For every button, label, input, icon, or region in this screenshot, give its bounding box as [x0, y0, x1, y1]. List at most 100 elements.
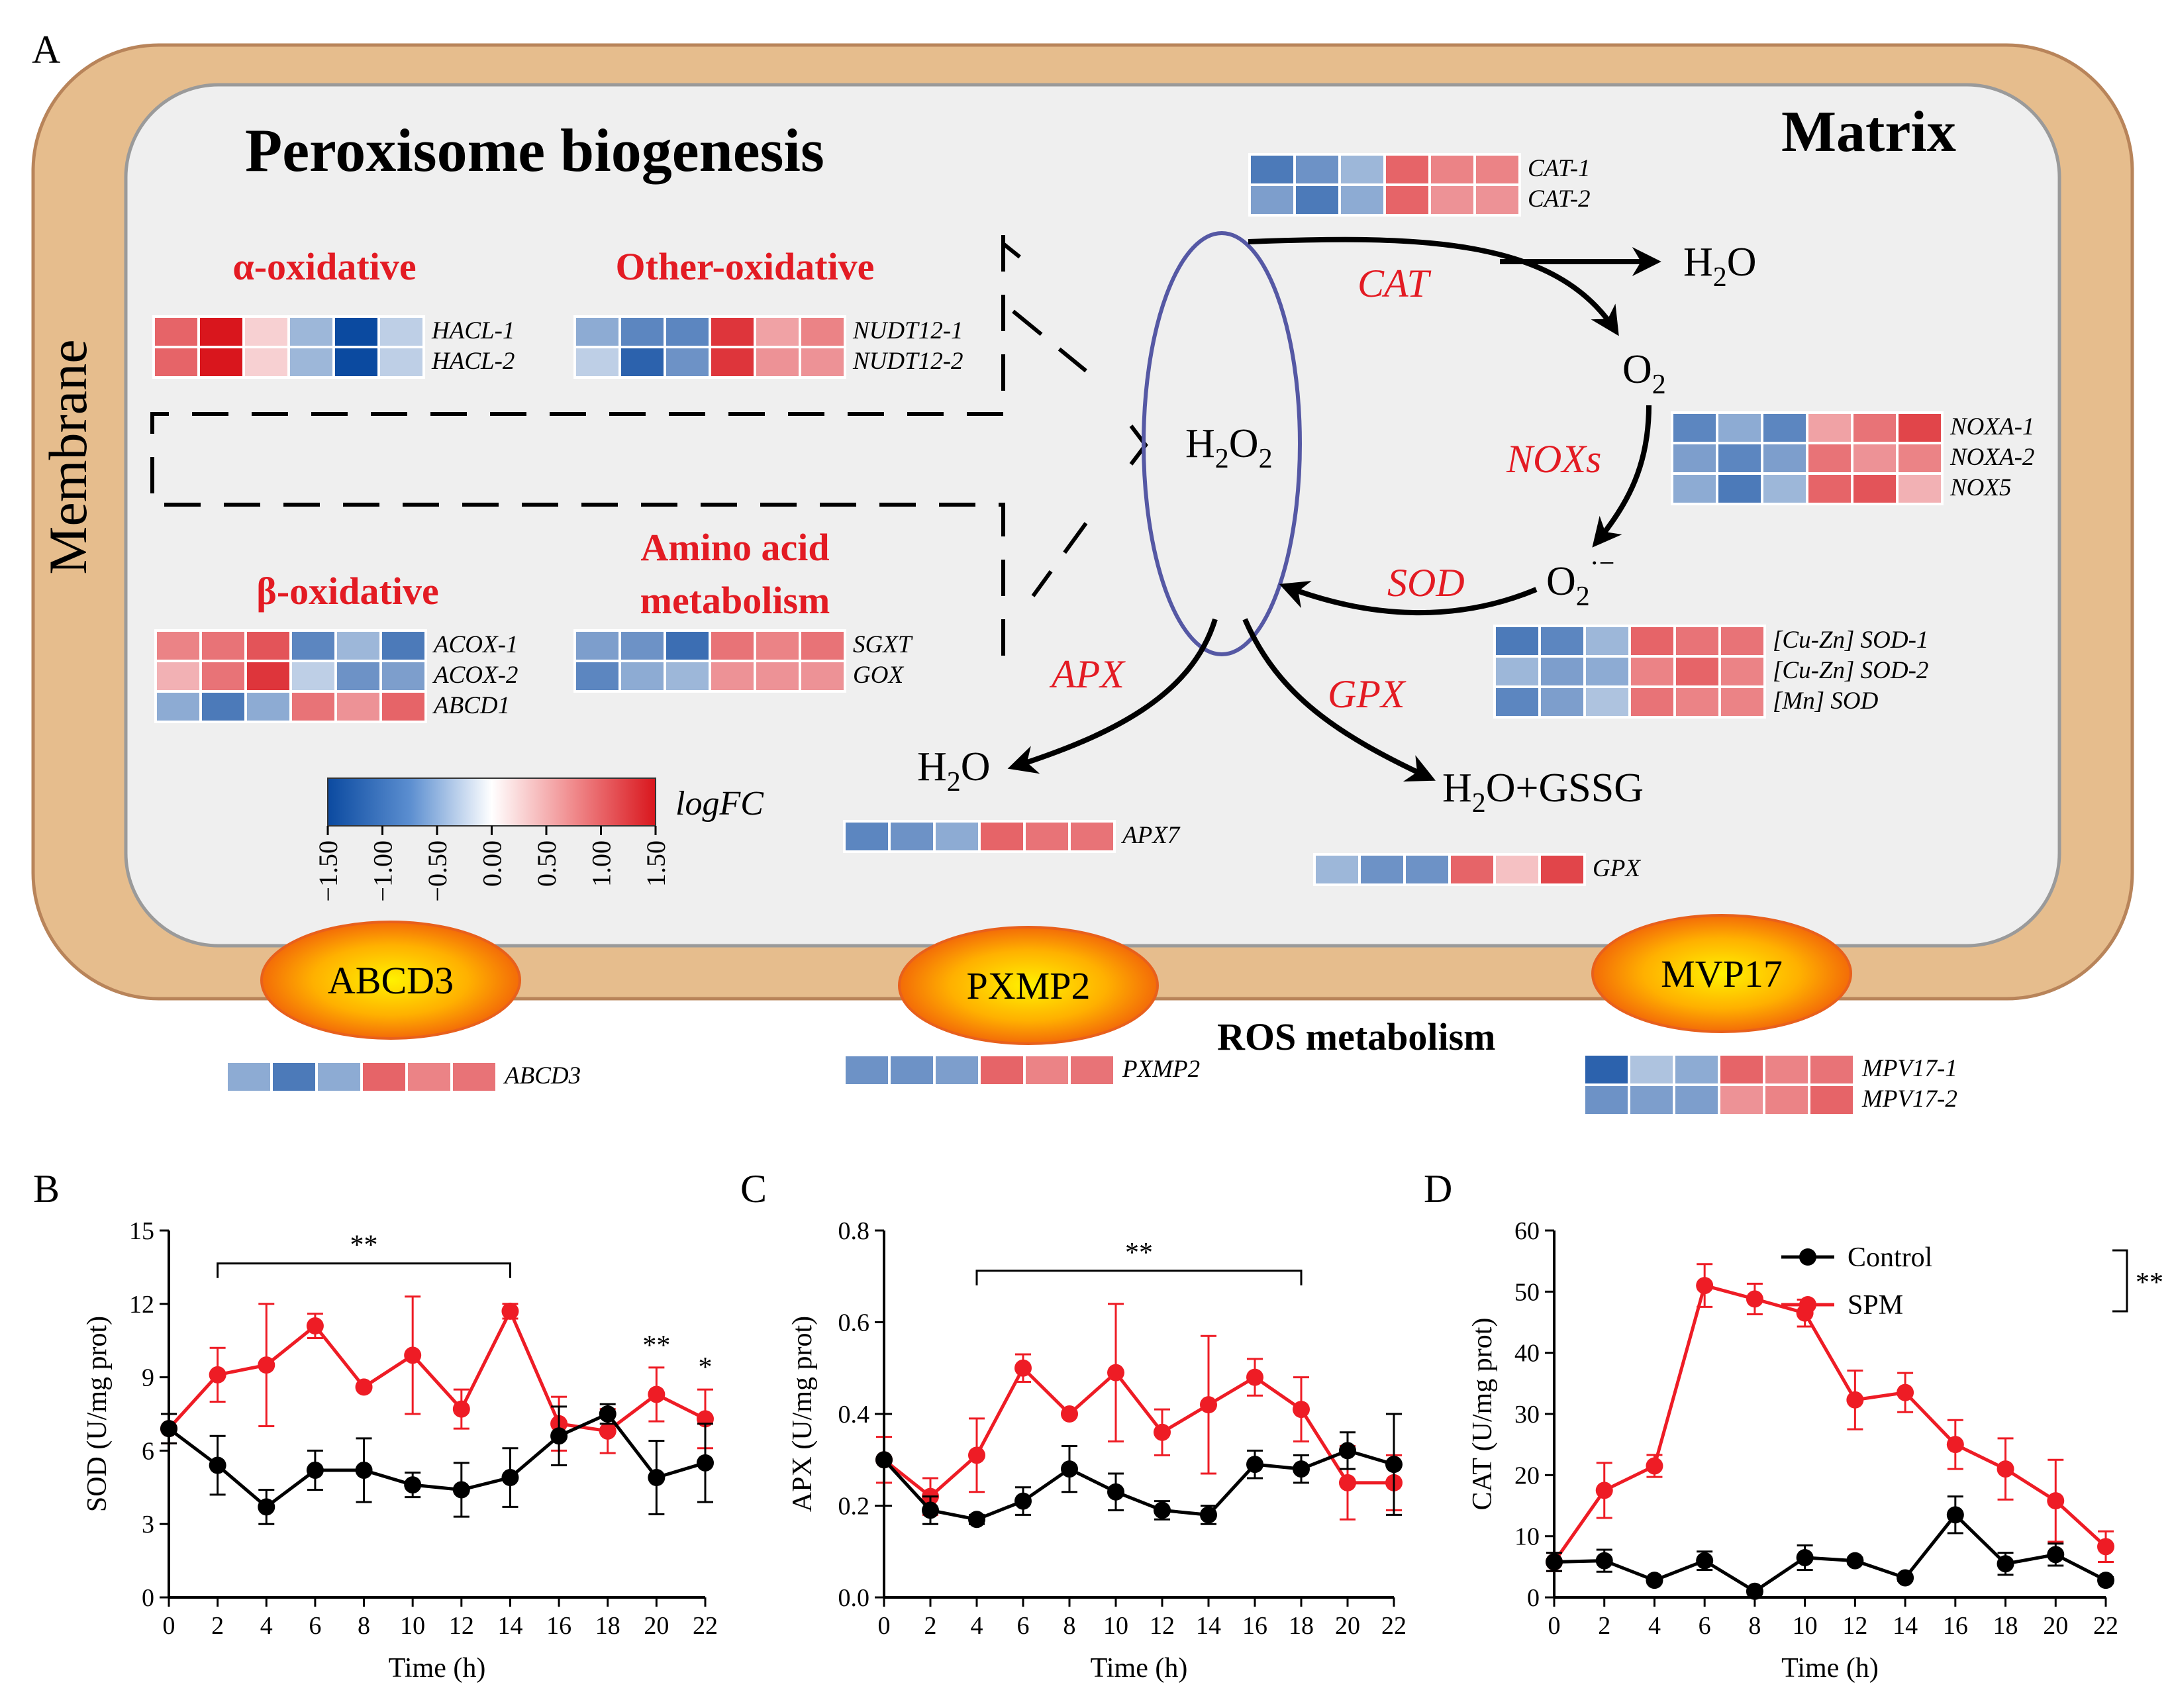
heatmap-cell [244, 660, 292, 693]
heatmap-cell [197, 346, 245, 379]
heatmaps: HACL-1HACL-2NUDT12-1NUDT12-2CAT-1CAT-2AC… [152, 153, 2034, 1117]
heatmap-gene-label: HACL-2 [431, 348, 515, 375]
data-point [1339, 1474, 1356, 1491]
heatmap-apx: APX7 [843, 820, 1181, 853]
data-point [1154, 1423, 1171, 1441]
data-point [1246, 1368, 1263, 1386]
panel-label-c: C [740, 1167, 767, 1211]
heatmap-cell [1023, 1054, 1071, 1087]
heatmap-cell [1673, 685, 1721, 719]
heatmap-gene-label: [Cu-Zn] SOD-1 [1773, 627, 1928, 654]
arrow-sod [1279, 581, 1538, 615]
heatmap-cell [244, 629, 292, 662]
heatmap-cell [618, 315, 666, 348]
transporter-mvp17-oval [1591, 914, 1852, 1033]
heatmap-cell [1718, 1083, 1765, 1117]
y-tick-label: 10 [1514, 1523, 1540, 1551]
data-point [306, 1317, 324, 1335]
data-point [1746, 1290, 1763, 1308]
heatmap-cell [1023, 820, 1071, 853]
legend-marker [1799, 1248, 1816, 1266]
h2o2-ellipse [1142, 231, 1302, 656]
heatmap-cell [1628, 1053, 1675, 1086]
heatmap-cell [1851, 411, 1899, 444]
heatmap-cell [573, 660, 621, 693]
x-tick-label: 14 [1196, 1612, 1221, 1640]
significance-bracket [975, 1270, 1303, 1285]
heatmap-cell [1428, 153, 1476, 186]
heatmap-cell [799, 315, 846, 348]
diagram-title: Peroxisome biogenesis [245, 117, 824, 184]
heatmap-cell [379, 690, 427, 723]
data-point [1246, 1456, 1263, 1474]
data-point [1946, 1506, 1964, 1524]
panel-label-a: A [32, 28, 60, 72]
heatmap-cell [1851, 472, 1899, 505]
heatmap-cell [754, 629, 801, 662]
heatmap-cell [1763, 1053, 1810, 1086]
group-other-oxidative: Other-oxidative [616, 245, 875, 288]
data-point [1897, 1569, 1914, 1587]
y-tick-label: 60 [1514, 1217, 1540, 1245]
data-point [1293, 1460, 1310, 1478]
heatmap-cell [1671, 442, 1718, 475]
arrow-apx [1007, 618, 1218, 774]
heatmap-cell [1068, 820, 1116, 853]
x-tick-label: 4 [971, 1612, 983, 1640]
transporter-pxmp2-oval [898, 926, 1159, 1045]
enzyme-noxs: NOXs [1506, 437, 1601, 481]
data-point [1339, 1442, 1356, 1460]
data-point [1061, 1405, 1078, 1423]
heatmap-cell [1808, 1053, 1855, 1086]
transporter-pxmp2-label: PXMP2 [967, 964, 1091, 1007]
data-point [355, 1378, 373, 1396]
heatmap-cell [1538, 853, 1586, 886]
heatmap-abcd3: ABCD3 [225, 1060, 581, 1093]
data-point [1293, 1401, 1310, 1419]
matrix-label: Matrix [1781, 100, 1956, 164]
y-axis-label: SOD (U/mg prot) [82, 1316, 113, 1512]
heatmap-cell [405, 1060, 453, 1093]
data-point [1997, 1555, 2014, 1573]
heatmap-cell [618, 629, 666, 662]
data-point [355, 1461, 373, 1479]
heatmap-cell [315, 1060, 363, 1093]
heatmap-cell [377, 315, 425, 348]
x-tick-label: 0 [878, 1612, 891, 1640]
series-spm [1546, 1263, 2114, 1572]
y-tick-label: 30 [1514, 1401, 1540, 1429]
group-alpha-oxidative: α-oxidative [232, 245, 416, 288]
heatmap-cell [377, 346, 425, 379]
heatmap-cell [154, 690, 202, 723]
heatmap-cell [1896, 411, 1944, 444]
colorbar-tick-label: −1.50 [313, 840, 343, 902]
heatmap-cell [1583, 655, 1631, 688]
arrow-cat [1248, 236, 1619, 336]
data-point [209, 1456, 226, 1474]
x-tick-label: 12 [1842, 1612, 1867, 1640]
legend-label: Control [1848, 1242, 1932, 1273]
significance-label: ** [1125, 1238, 1153, 1268]
heatmap-cell [843, 1054, 891, 1087]
heatmap-cell [225, 1060, 273, 1093]
membrane-label: Membrane [38, 339, 98, 574]
heatmap-cell [154, 629, 202, 662]
heatmap-cell [1383, 183, 1431, 217]
heatmap-cell [1293, 153, 1341, 186]
data-point [404, 1346, 422, 1364]
heatmap-cell [573, 315, 621, 348]
x-tick-label: 16 [1242, 1612, 1267, 1640]
data-point [160, 1420, 177, 1438]
x-tick-label: 2 [211, 1612, 224, 1640]
heatmap-cell [1448, 853, 1496, 886]
data-point [1696, 1277, 1714, 1295]
heatmap-gene-label: ABCD1 [432, 692, 510, 719]
data-point [1014, 1492, 1032, 1510]
data-point [1200, 1396, 1217, 1414]
